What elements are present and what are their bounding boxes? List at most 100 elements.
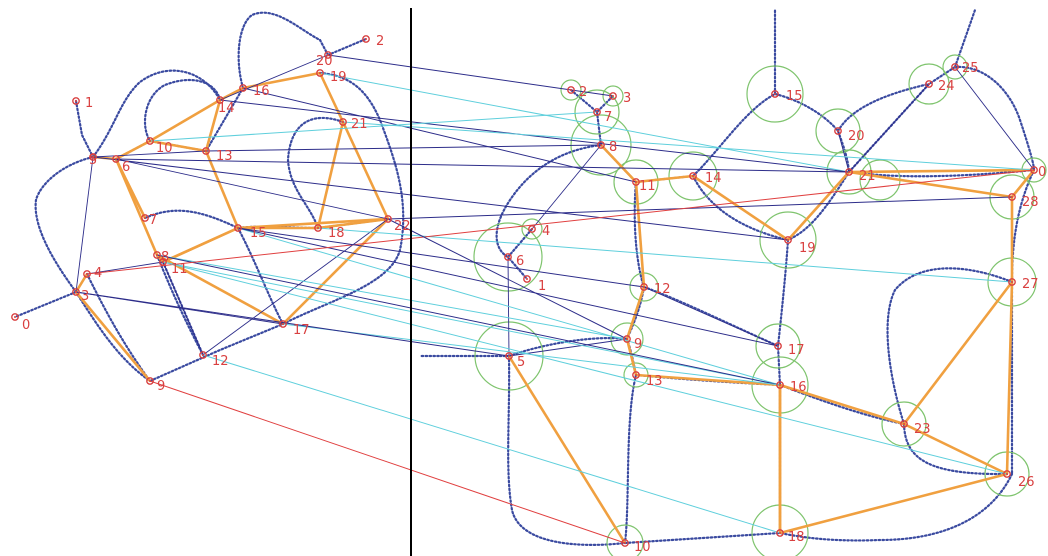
right-edge-14 xyxy=(779,383,905,426)
left-node-core-18 xyxy=(317,227,319,229)
left-edge-17 xyxy=(341,121,390,220)
contour-path-1 xyxy=(34,155,95,294)
right-edge-3 xyxy=(787,171,850,241)
left-node-core-5 xyxy=(92,156,94,158)
right-node-12 xyxy=(640,283,648,291)
right-node-core-26 xyxy=(1006,473,1008,475)
left-node-label-12: 12 xyxy=(212,354,229,369)
right-node-14 xyxy=(689,172,697,180)
right-node-label-3: 3 xyxy=(623,91,631,106)
left-edge-3 xyxy=(204,99,222,152)
right-node-10 xyxy=(621,539,629,547)
right-edge-13 xyxy=(507,355,627,544)
match-line-6 xyxy=(115,158,850,173)
match-line-0 xyxy=(327,54,614,97)
left-thin-edge-7 xyxy=(202,218,389,356)
left-node-6 xyxy=(112,155,120,163)
right-node-label-12: 12 xyxy=(654,282,671,297)
contour-path-13 xyxy=(74,290,152,383)
left-node-core-13 xyxy=(205,150,207,152)
contour-path-31 xyxy=(778,472,1014,542)
right-node-core-23 xyxy=(903,423,905,425)
right-node-label-11: 11 xyxy=(639,179,656,194)
right-node-24 xyxy=(925,80,933,88)
left-thin-edge-2 xyxy=(86,261,164,275)
region-circle-4 xyxy=(613,159,659,205)
left-node-2 xyxy=(362,35,370,43)
right-node-label-15: 15 xyxy=(786,89,803,104)
right-node-15 xyxy=(771,90,779,98)
right-node-core-1 xyxy=(526,278,528,280)
left-node-16 xyxy=(239,84,247,92)
contour-path-5 xyxy=(326,37,368,57)
contour-path-3 xyxy=(143,78,222,143)
right-node-label-4: 4 xyxy=(542,224,550,239)
left-node-21 xyxy=(339,118,347,126)
right-node-23 xyxy=(900,420,908,428)
left-node-label-11: 11 xyxy=(171,262,188,277)
right-node-core-15 xyxy=(774,93,776,95)
right-node-core-18 xyxy=(779,532,781,534)
region-circle-23 xyxy=(759,211,817,269)
match-line-10 xyxy=(237,227,781,386)
left-node-5 xyxy=(89,153,97,161)
contour-path-7 xyxy=(286,116,345,230)
left-node-core-21 xyxy=(342,121,344,123)
left-node-label-19: 19 xyxy=(330,70,347,85)
right-node-label-0: 0 xyxy=(1038,165,1046,180)
skeleton-contours xyxy=(13,8,1036,546)
right-node-core-0 xyxy=(1033,169,1035,171)
left-node-label-3: 3 xyxy=(81,289,89,304)
right-node-core-4 xyxy=(531,228,533,230)
contour-path-26 xyxy=(691,92,851,178)
contour-path-24 xyxy=(623,531,782,545)
right-thin-edge-4 xyxy=(508,338,628,357)
left-node-label-1: 1 xyxy=(85,96,93,111)
contour-path-22 xyxy=(623,373,638,545)
right-edge-15 xyxy=(902,281,1014,425)
right-node-label-17: 17 xyxy=(788,343,805,358)
left-node-1 xyxy=(72,97,80,105)
match-line-7 xyxy=(92,156,789,241)
left-thin-edge-4 xyxy=(219,54,329,101)
left-node-core-12 xyxy=(202,354,204,356)
right-thin-edge-3 xyxy=(848,83,930,173)
left-node-label-2: 2 xyxy=(376,34,384,49)
left-edge-13 xyxy=(162,226,239,264)
region-circle-11 xyxy=(942,54,968,80)
match-line-14 xyxy=(156,254,781,386)
right-node-label-19: 19 xyxy=(799,241,816,256)
right-node-3 xyxy=(609,92,617,100)
right-node-label-18: 18 xyxy=(788,530,805,545)
right-edge-12 xyxy=(634,181,646,288)
right-node-26 xyxy=(1003,470,1011,478)
right-node-label-7: 7 xyxy=(604,110,612,125)
contour-path-10 xyxy=(85,272,152,383)
match-line-2 xyxy=(242,87,637,183)
contour-path-19 xyxy=(495,143,603,259)
right-edge-11 xyxy=(625,286,646,340)
right-edge-7 xyxy=(779,472,1008,535)
left-node-0 xyxy=(11,313,19,321)
left-node-core-20 xyxy=(327,54,329,56)
contour-path-29 xyxy=(953,65,1036,172)
contour-path-17 xyxy=(953,8,977,69)
left-node-label-7: 7 xyxy=(149,213,157,228)
left-node-core-4 xyxy=(86,273,88,275)
region-circle-5 xyxy=(668,151,718,201)
left-thin-edge-0 xyxy=(75,156,94,293)
contour-path-14 xyxy=(236,226,285,326)
right-node-13 xyxy=(632,371,640,379)
left-node-label-13: 13 xyxy=(216,149,233,164)
right-node-core-3 xyxy=(612,95,614,97)
contour-path-2 xyxy=(91,69,222,159)
match-line-1 xyxy=(319,72,850,173)
left-edge-16 xyxy=(156,253,284,326)
right-edge-1 xyxy=(635,174,694,184)
right-node-label-25: 25 xyxy=(962,61,979,76)
left-node-label-4: 4 xyxy=(94,266,102,281)
region-circle-24 xyxy=(881,401,927,447)
right-node-core-10 xyxy=(624,542,626,544)
region-circle-0 xyxy=(560,79,582,101)
